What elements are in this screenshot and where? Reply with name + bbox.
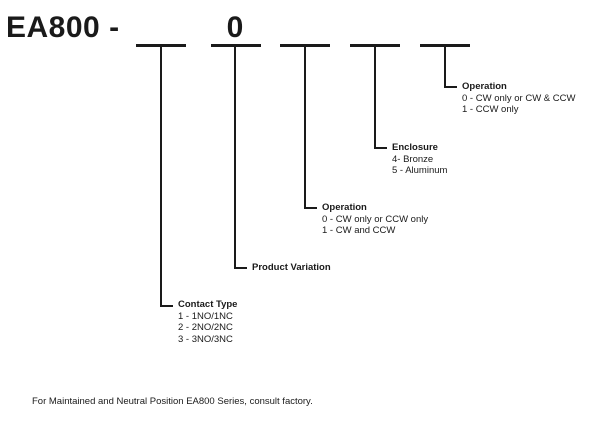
connector-contact-type-tick	[160, 305, 173, 307]
contact-type-heading: Contact Type	[178, 299, 238, 310]
connector-contact-type	[160, 47, 162, 306]
enclosure-option: 4- Bronze	[392, 153, 434, 165]
enclosure-heading: Enclosure	[392, 142, 438, 153]
slot-bar-product-variation	[211, 44, 261, 47]
operation-direction-option: 1 - CCW only	[462, 104, 519, 115]
contact-type-option: 2 - 2NO/2NC	[178, 322, 233, 333]
model-prefix: EA800 -	[6, 11, 120, 44]
footer-note: For Maintained and Neutral Position EA80…	[32, 396, 313, 407]
connector-enclosure-tick	[374, 147, 387, 149]
enclosure-block: Enclosure 4- Bronze 5 - Aluminum	[392, 142, 447, 177]
slot-value-product-variation: 0	[226, 11, 244, 44]
operation-direction-heading: Operation	[462, 81, 507, 92]
operation-direction-block: Operation 0 - CW only or CW & CCW 1 - CC…	[462, 81, 575, 116]
contact-type-block: Contact Type 1 - 1NO/1NC 2 - 2NO/2NC 3 -…	[178, 299, 237, 345]
connector-product-variation-tick	[234, 267, 247, 269]
slot-bar-operation-direction	[420, 44, 470, 47]
operation-heading: Operation	[322, 202, 367, 213]
contact-type-option: 3 - 3NO/3NC	[178, 333, 233, 345]
operation-option: 0 - CW only or CCW only	[322, 213, 429, 225]
operation-direction-option: 0 - CW only or CW & CCW	[462, 92, 576, 104]
product-variation-heading: Product Variation	[252, 262, 331, 273]
connector-operation-tick	[304, 207, 317, 209]
slot-bar-operation	[280, 44, 330, 47]
connector-product-variation	[234, 47, 236, 268]
contact-type-option: 1 - 1NO/1NC	[178, 310, 233, 322]
connector-operation-direction	[444, 47, 446, 87]
slot-bar-contact-type	[136, 44, 186, 47]
slot-bar-enclosure	[350, 44, 400, 47]
product-variation-block: Product Variation	[252, 262, 331, 274]
connector-enclosure	[374, 47, 376, 148]
operation-option: 1 - CW and CCW	[322, 225, 396, 236]
connector-operation	[304, 47, 306, 208]
operation-block: Operation 0 - CW only or CCW only 1 - CW…	[322, 202, 428, 237]
enclosure-option: 5 - Aluminum	[392, 165, 448, 176]
connector-operation-direction-tick	[444, 86, 457, 88]
